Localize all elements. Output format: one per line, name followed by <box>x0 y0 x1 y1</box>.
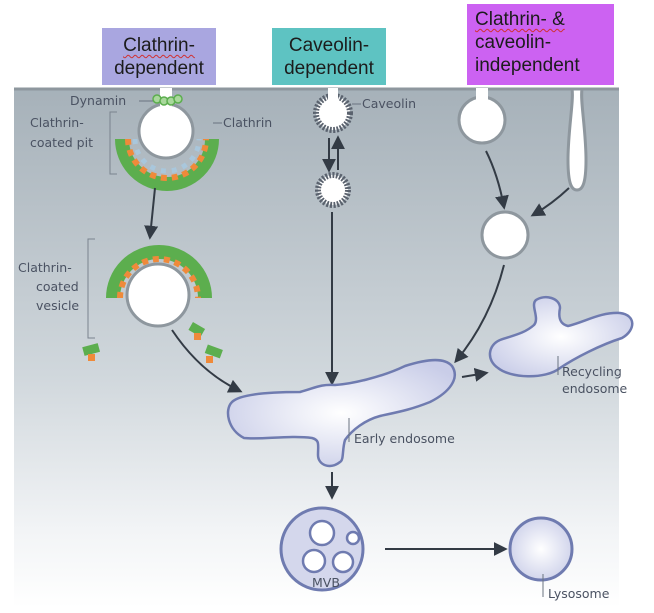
intraluminal-vesicle <box>301 548 327 574</box>
clathrin-coated-vesicle <box>82 245 223 363</box>
caveola <box>313 88 353 133</box>
header-line: dependent <box>284 58 374 79</box>
intraluminal-vesicle <box>308 519 336 547</box>
free-clathrin-triskelion <box>188 322 206 340</box>
lysosome <box>508 516 574 582</box>
header-caveolin-dependent: Caveolin- dependent <box>272 28 386 85</box>
label-caveolin: Caveolin <box>362 96 416 111</box>
label-clathrin-coated-vesicle-2: coated <box>36 279 79 294</box>
bracket <box>109 111 117 175</box>
intraluminal-vesicle <box>331 550 355 574</box>
free-clathrin-triskelion <box>204 344 223 363</box>
clathrin-coated-pit <box>115 88 219 191</box>
label-lysosome: Lysosome <box>548 586 610 601</box>
header-clathrin-dependent: Clathrin- dependent <box>102 28 216 85</box>
early-endosome <box>226 358 456 468</box>
bracket <box>87 238 95 339</box>
intraluminal-vesicle <box>345 530 361 546</box>
label-mvb: MVB <box>312 575 340 590</box>
arrow <box>144 187 159 240</box>
header-line: Clathrin- <box>123 35 195 56</box>
label-clathrin-coated-pit-1: Clathrin- <box>30 115 84 130</box>
header-line: Clathrin- & <box>475 9 565 30</box>
tubular-invagination <box>566 87 588 192</box>
label-clathrin-coated-pit-2: coated pit <box>30 135 93 150</box>
label-recycling-endosome-2: endosome <box>562 381 628 396</box>
label-recycling-endosome-1: Recycling <box>562 364 622 379</box>
caveolar-vesicle <box>315 172 351 208</box>
uncoated-pit <box>457 88 507 145</box>
label-clathrin: Clathrin <box>223 115 272 130</box>
header-line: caveolin- <box>475 32 552 53</box>
label-early-endosome: Early endosome <box>354 431 455 446</box>
arrow <box>171 329 243 393</box>
multivesicular-body <box>279 506 365 592</box>
header-line: Caveolin- <box>288 35 370 56</box>
arrow <box>485 150 509 210</box>
free-clathrin-triskelion <box>82 343 101 361</box>
arrow <box>454 264 505 364</box>
label-clathrin-coated-vesicle-3: vesicle <box>36 298 79 313</box>
label-clathrin-coated-vesicle-1: Clathrin- <box>18 260 72 275</box>
dynamin-ring <box>152 94 183 106</box>
header-line: independent <box>475 55 580 76</box>
header-line: dependent <box>114 58 204 79</box>
arrow <box>461 367 489 382</box>
uncoated-vesicle <box>480 210 530 260</box>
recycling-endosome <box>488 296 634 378</box>
label-dynamin: Dynamin <box>70 93 126 108</box>
arrow <box>530 187 570 217</box>
header-clathrin-caveolin-independent: Clathrin- & caveolin- independent <box>467 4 614 85</box>
